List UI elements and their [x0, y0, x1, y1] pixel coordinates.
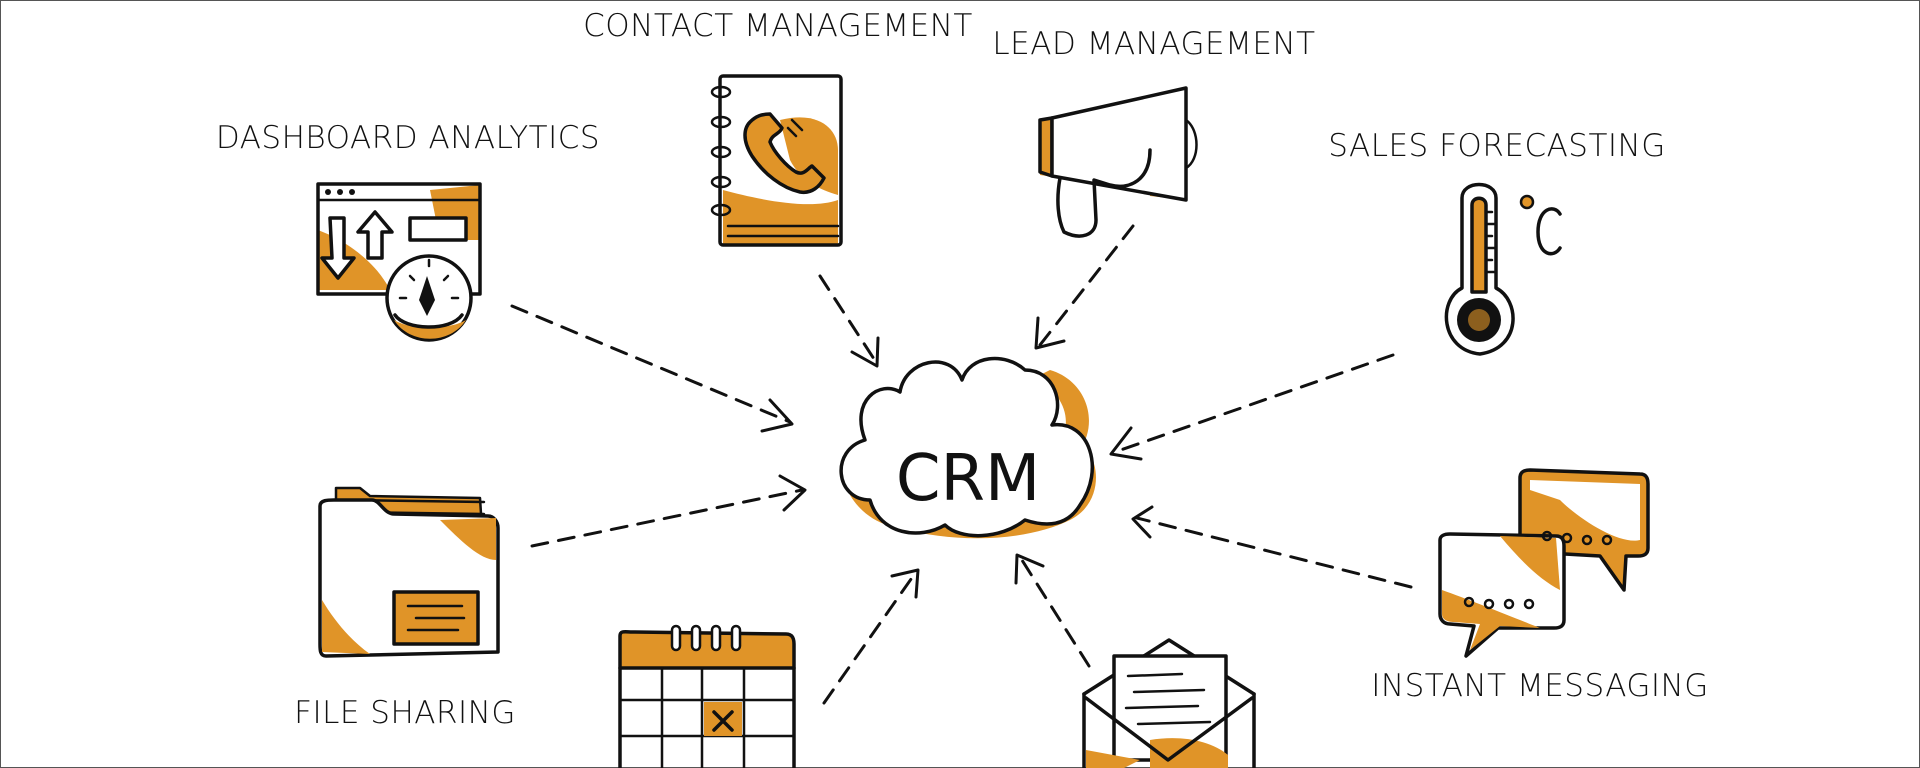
arrow-messaging	[1131, 505, 1413, 589]
label-instant-messaging: INSTANT MESSAGING	[1371, 668, 1709, 704]
arrow-file	[530, 474, 807, 548]
phone-book-icon	[710, 74, 843, 247]
label-dashboard-analytics: DASHBOARD ANALYTICS	[216, 120, 600, 156]
label-sales-forecasting: SALES FORECASTING	[1328, 128, 1666, 164]
chat-bubbles-icon	[1438, 468, 1650, 658]
label-lead-management: LEAD MANAGEMENT	[992, 26, 1315, 62]
folder-icon	[318, 486, 500, 658]
arrow-contact	[818, 274, 880, 368]
calendar-icon	[618, 624, 796, 768]
thermometer-icon	[1444, 182, 1562, 356]
label-file-sharing: FILE SHARING	[294, 695, 516, 731]
arrow-calendar	[822, 568, 920, 705]
arrow-lead	[1034, 224, 1135, 350]
arrow-sales	[1109, 353, 1395, 461]
label-contact-management: CONTACT MANAGEMENT	[583, 8, 973, 44]
megaphone-icon	[1038, 86, 1198, 238]
dashboard-gauge-icon	[316, 182, 482, 342]
crm-label: CRM	[896, 442, 1040, 516]
arrow-email	[1014, 553, 1091, 668]
crm-cloud-icon: CRM	[839, 356, 1096, 539]
envelope-icon	[1082, 638, 1256, 768]
arrow-dashboard	[510, 304, 794, 433]
